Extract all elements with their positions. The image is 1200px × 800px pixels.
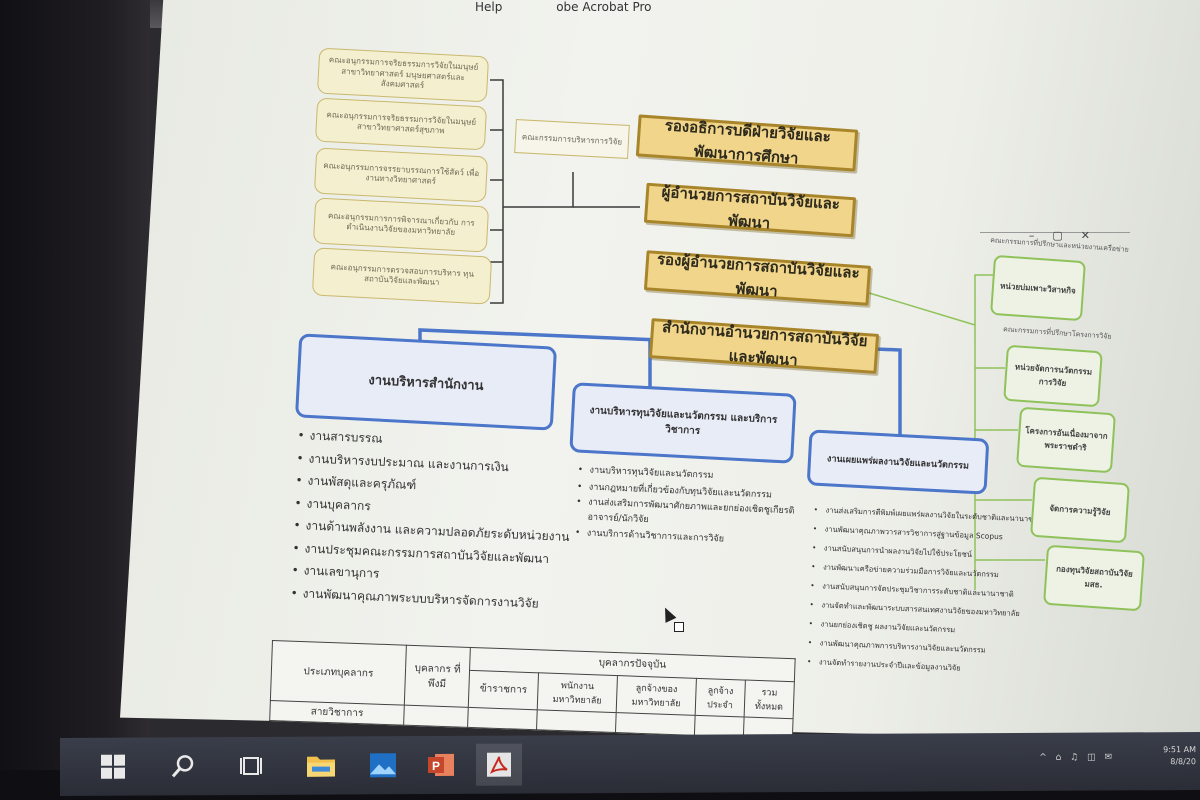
division-research-funding: งานบริหารทุนวิจัยและนวัตกรรม และบริการวิ… — [569, 382, 797, 464]
table-cell — [615, 712, 696, 736]
table-header-type: ประเภทบุคลากร — [270, 640, 407, 706]
research-funding-task-list: งานบริหารทุนวิจัยและนวัตกรรม งานกฎหมายที… — [575, 462, 808, 551]
office-admin-task-list: งานสารบรรณ งานบริหารงบประมาณ และงานการเง… — [290, 424, 574, 616]
window-controls[interactable]: –▢✕ — [1028, 229, 1108, 242]
committee-box-4: คณะอนุกรรมการการพิจารณาเกี่ยวกับ การดำเน… — [312, 197, 490, 253]
app-titlebar: Help obe Acrobat Pro — [475, 0, 651, 14]
taskbar-clock[interactable]: 9:51 AM 8/8/20 — [1163, 744, 1196, 768]
table-subheader: ข้าราชการ — [468, 670, 539, 710]
unit-box-3: โครงการอันเนื่องมาจากพระราชดำริ — [1016, 406, 1116, 474]
unit-box-4: จัดการความรู้วิจัย — [1030, 476, 1130, 544]
table-header-need: บุคลากร ที่พึงมี — [404, 645, 471, 708]
windows-start-icon[interactable] — [96, 750, 130, 784]
powerpoint-icon[interactable]: P — [424, 748, 458, 782]
committee-box-5: คณะอนุกรรมการตรวจสอบการบริหาร ทุนสถาบันว… — [311, 247, 493, 305]
table-subheader: ลูกจ้างของ มหาวิทยาลัย — [616, 675, 697, 716]
research-committee-box: คณะกรรมการบริหารการวิจัย — [514, 119, 630, 159]
svg-text:P: P — [432, 759, 440, 773]
acrobat-icon[interactable] — [476, 743, 522, 786]
committee-box-3: คณะอนุกรรมการจรรยาบรรณการใช้สัตว์ เพื่อง… — [313, 147, 489, 203]
unit-box-5: กองทุนวิจัยสถาบันวิจัย มสธ. — [1043, 544, 1145, 612]
table-cell — [536, 709, 617, 733]
app-title: obe Acrobat Pro — [556, 0, 652, 14]
table-subheader: รวม ทั้งหมด — [744, 679, 795, 719]
committee-box-2: คณะอนุกรรมการจริยธรรมการวิจัยในมนุษย์ สา… — [314, 97, 488, 151]
task-view-icon[interactable] — [236, 749, 270, 783]
publication-task-list: งานส่งเสริมการตีพิมพ์เผยแพร่ผลงานวิจัยใน… — [807, 500, 1043, 681]
table-subheader: พนักงาน มหาวิทยาลัย — [537, 672, 618, 713]
file-explorer-icon[interactable] — [304, 749, 338, 783]
unit-box-1: หน่วยบ่มเพาะวิสาหกิจ — [990, 254, 1086, 322]
division-office-admin: งานบริหารสำนักงาน — [294, 333, 558, 431]
unit-box-2: หน่วยจัดการนวัตกรรม การวิจัย — [1003, 344, 1103, 408]
search-icon[interactable] — [166, 749, 200, 783]
clock-date: 8/8/20 — [1170, 757, 1196, 767]
cursor-copy-icon — [674, 622, 684, 632]
committee-box-1: คณะอนุกรรมการจริยธรรมการวิจัยในมนุษย์ สา… — [316, 47, 490, 103]
division-publication: งานเผยแพร่ผลงานวิจัยและนวัตกรรม — [806, 429, 990, 495]
table-cell — [403, 705, 469, 728]
table-row-label: สายวิชาการ — [269, 700, 405, 726]
table-subheader: ลูกจ้าง ประจำ — [695, 677, 746, 718]
photos-icon[interactable] — [366, 748, 400, 782]
windows-taskbar: P ^ ⌂ ♫ ◫ ✉ 9:51 AM 8/8/20 — [60, 732, 1200, 796]
window-frame: –▢✕ — [980, 229, 1130, 243]
table-cell — [467, 707, 538, 730]
system-tray-icons[interactable]: ^ ⌂ ♫ ◫ ✉ — [1039, 752, 1115, 763]
clock-time: 9:51 AM — [1163, 745, 1196, 755]
menu-help[interactable]: Help — [475, 0, 503, 14]
